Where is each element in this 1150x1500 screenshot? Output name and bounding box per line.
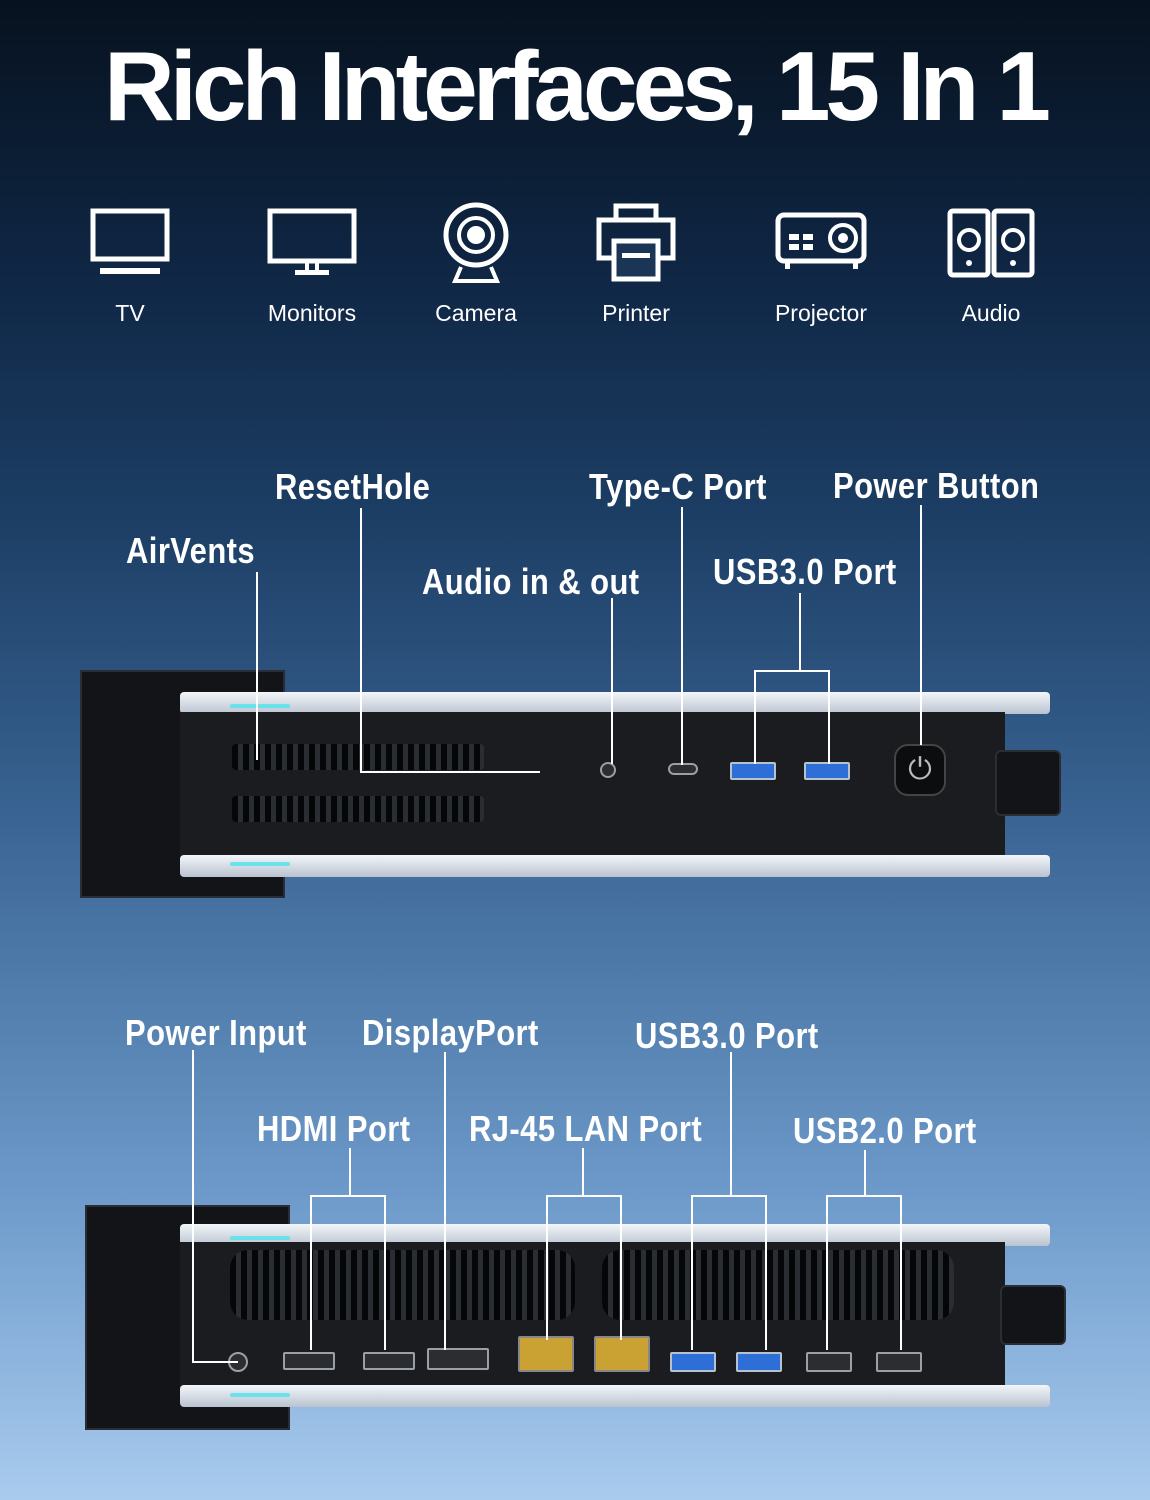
leader-line — [799, 593, 801, 671]
label-reset-hole: ResetHole — [275, 466, 431, 507]
light-strip — [230, 1393, 290, 1397]
mini-pc-front: ⏻ — [80, 670, 1065, 900]
leader-line — [310, 1195, 386, 1197]
top-rail — [180, 692, 1050, 714]
light-strip — [230, 862, 290, 866]
device-label: TV — [115, 300, 145, 326]
device-audio: Audio — [916, 200, 1066, 327]
top-rail — [180, 1224, 1050, 1246]
leader-line — [349, 1148, 351, 1196]
bottom-rail — [180, 855, 1050, 877]
audio-speakers-icon — [947, 208, 1035, 278]
leader-line — [920, 505, 922, 745]
leader-line — [444, 1052, 446, 1350]
leader-line — [754, 670, 756, 764]
usb2-port — [806, 1352, 852, 1372]
projector-icon — [775, 212, 867, 269]
leader-line — [546, 1195, 548, 1340]
leader-line — [256, 572, 258, 760]
device-tv: TV — [55, 200, 205, 327]
leader-line — [546, 1195, 622, 1197]
hdmi-port — [363, 1352, 415, 1370]
label-usb3-front: USB3.0 Port — [713, 551, 897, 592]
leader-line — [620, 1195, 622, 1340]
printer-icon — [596, 203, 676, 282]
device-camera: Camera — [401, 200, 551, 327]
device-projector: Projector — [746, 200, 896, 327]
leader-line — [900, 1195, 902, 1350]
label-power-button: Power Button — [833, 465, 1040, 506]
label-displayport: DisplayPort — [362, 1012, 539, 1053]
label-power-input: Power Input — [125, 1012, 307, 1053]
light-strip — [230, 704, 290, 708]
leader-line — [828, 670, 830, 764]
leader-line — [192, 1361, 238, 1363]
tv-icon — [90, 208, 170, 274]
leader-line — [384, 1195, 386, 1350]
device-monitors: Monitors — [237, 200, 387, 327]
air-vents — [232, 744, 484, 770]
device-label: Audio — [961, 300, 1021, 326]
label-audio: Audio in & out — [422, 561, 640, 602]
camera-icon — [443, 202, 509, 283]
label-rj45: RJ-45 LAN Port — [469, 1108, 703, 1149]
device-label: Monitors — [267, 300, 357, 326]
leader-line — [310, 1195, 312, 1350]
device-printer: Printer — [561, 200, 711, 327]
usb3-port — [730, 762, 776, 780]
page-title: Rich Interfaces, 15 In 1 — [103, 31, 1051, 141]
device-label: Camera — [435, 300, 517, 326]
label-air-vents: AirVents — [126, 530, 256, 571]
device-icons-row: TV Monitors Camera Printer Projector Aud… — [0, 200, 1150, 340]
monitor-icon — [267, 208, 357, 275]
hdmi-port — [283, 1352, 335, 1370]
audio-jack — [600, 762, 616, 778]
light-strip — [230, 1236, 290, 1240]
device-label: Printer — [602, 300, 670, 326]
leader-line — [192, 1050, 194, 1363]
type-c-port — [668, 763, 698, 775]
leader-line — [681, 507, 683, 765]
air-vents — [232, 796, 484, 822]
leader-line — [691, 1195, 767, 1197]
leader-line — [864, 1150, 866, 1196]
leader-line — [360, 508, 362, 772]
mini-pc-rear — [80, 1200, 1066, 1430]
bottom-rail — [180, 1385, 1050, 1407]
label-hdmi: HDMI Port — [257, 1108, 411, 1149]
rj45-port — [518, 1336, 574, 1372]
displayport-port — [427, 1348, 489, 1370]
power-button[interactable]: ⏻ — [894, 744, 946, 796]
leader-line — [754, 670, 830, 672]
label-usb2: USB2.0 Port — [793, 1110, 977, 1151]
rear-vent — [230, 1250, 575, 1320]
leader-line — [730, 1052, 732, 1196]
leader-line — [691, 1195, 693, 1350]
leader-line — [360, 771, 540, 773]
front-panel — [180, 712, 1005, 857]
usb3-port — [670, 1352, 716, 1372]
stand-right — [995, 750, 1061, 816]
usb3-port — [736, 1352, 782, 1372]
device-label: Projector — [774, 300, 868, 326]
leader-line — [611, 598, 613, 764]
leader-line — [765, 1195, 767, 1350]
label-type-c: Type-C Port — [589, 466, 767, 507]
label-usb3-rear: USB3.0 Port — [635, 1015, 819, 1056]
rear-vent — [602, 1250, 954, 1320]
usb2-port — [876, 1352, 922, 1372]
rj45-port — [594, 1336, 650, 1372]
usb3-port — [804, 762, 850, 780]
leader-line — [826, 1195, 902, 1197]
leader-line — [826, 1195, 828, 1350]
leader-line — [582, 1148, 584, 1196]
stand-right — [1000, 1285, 1066, 1345]
